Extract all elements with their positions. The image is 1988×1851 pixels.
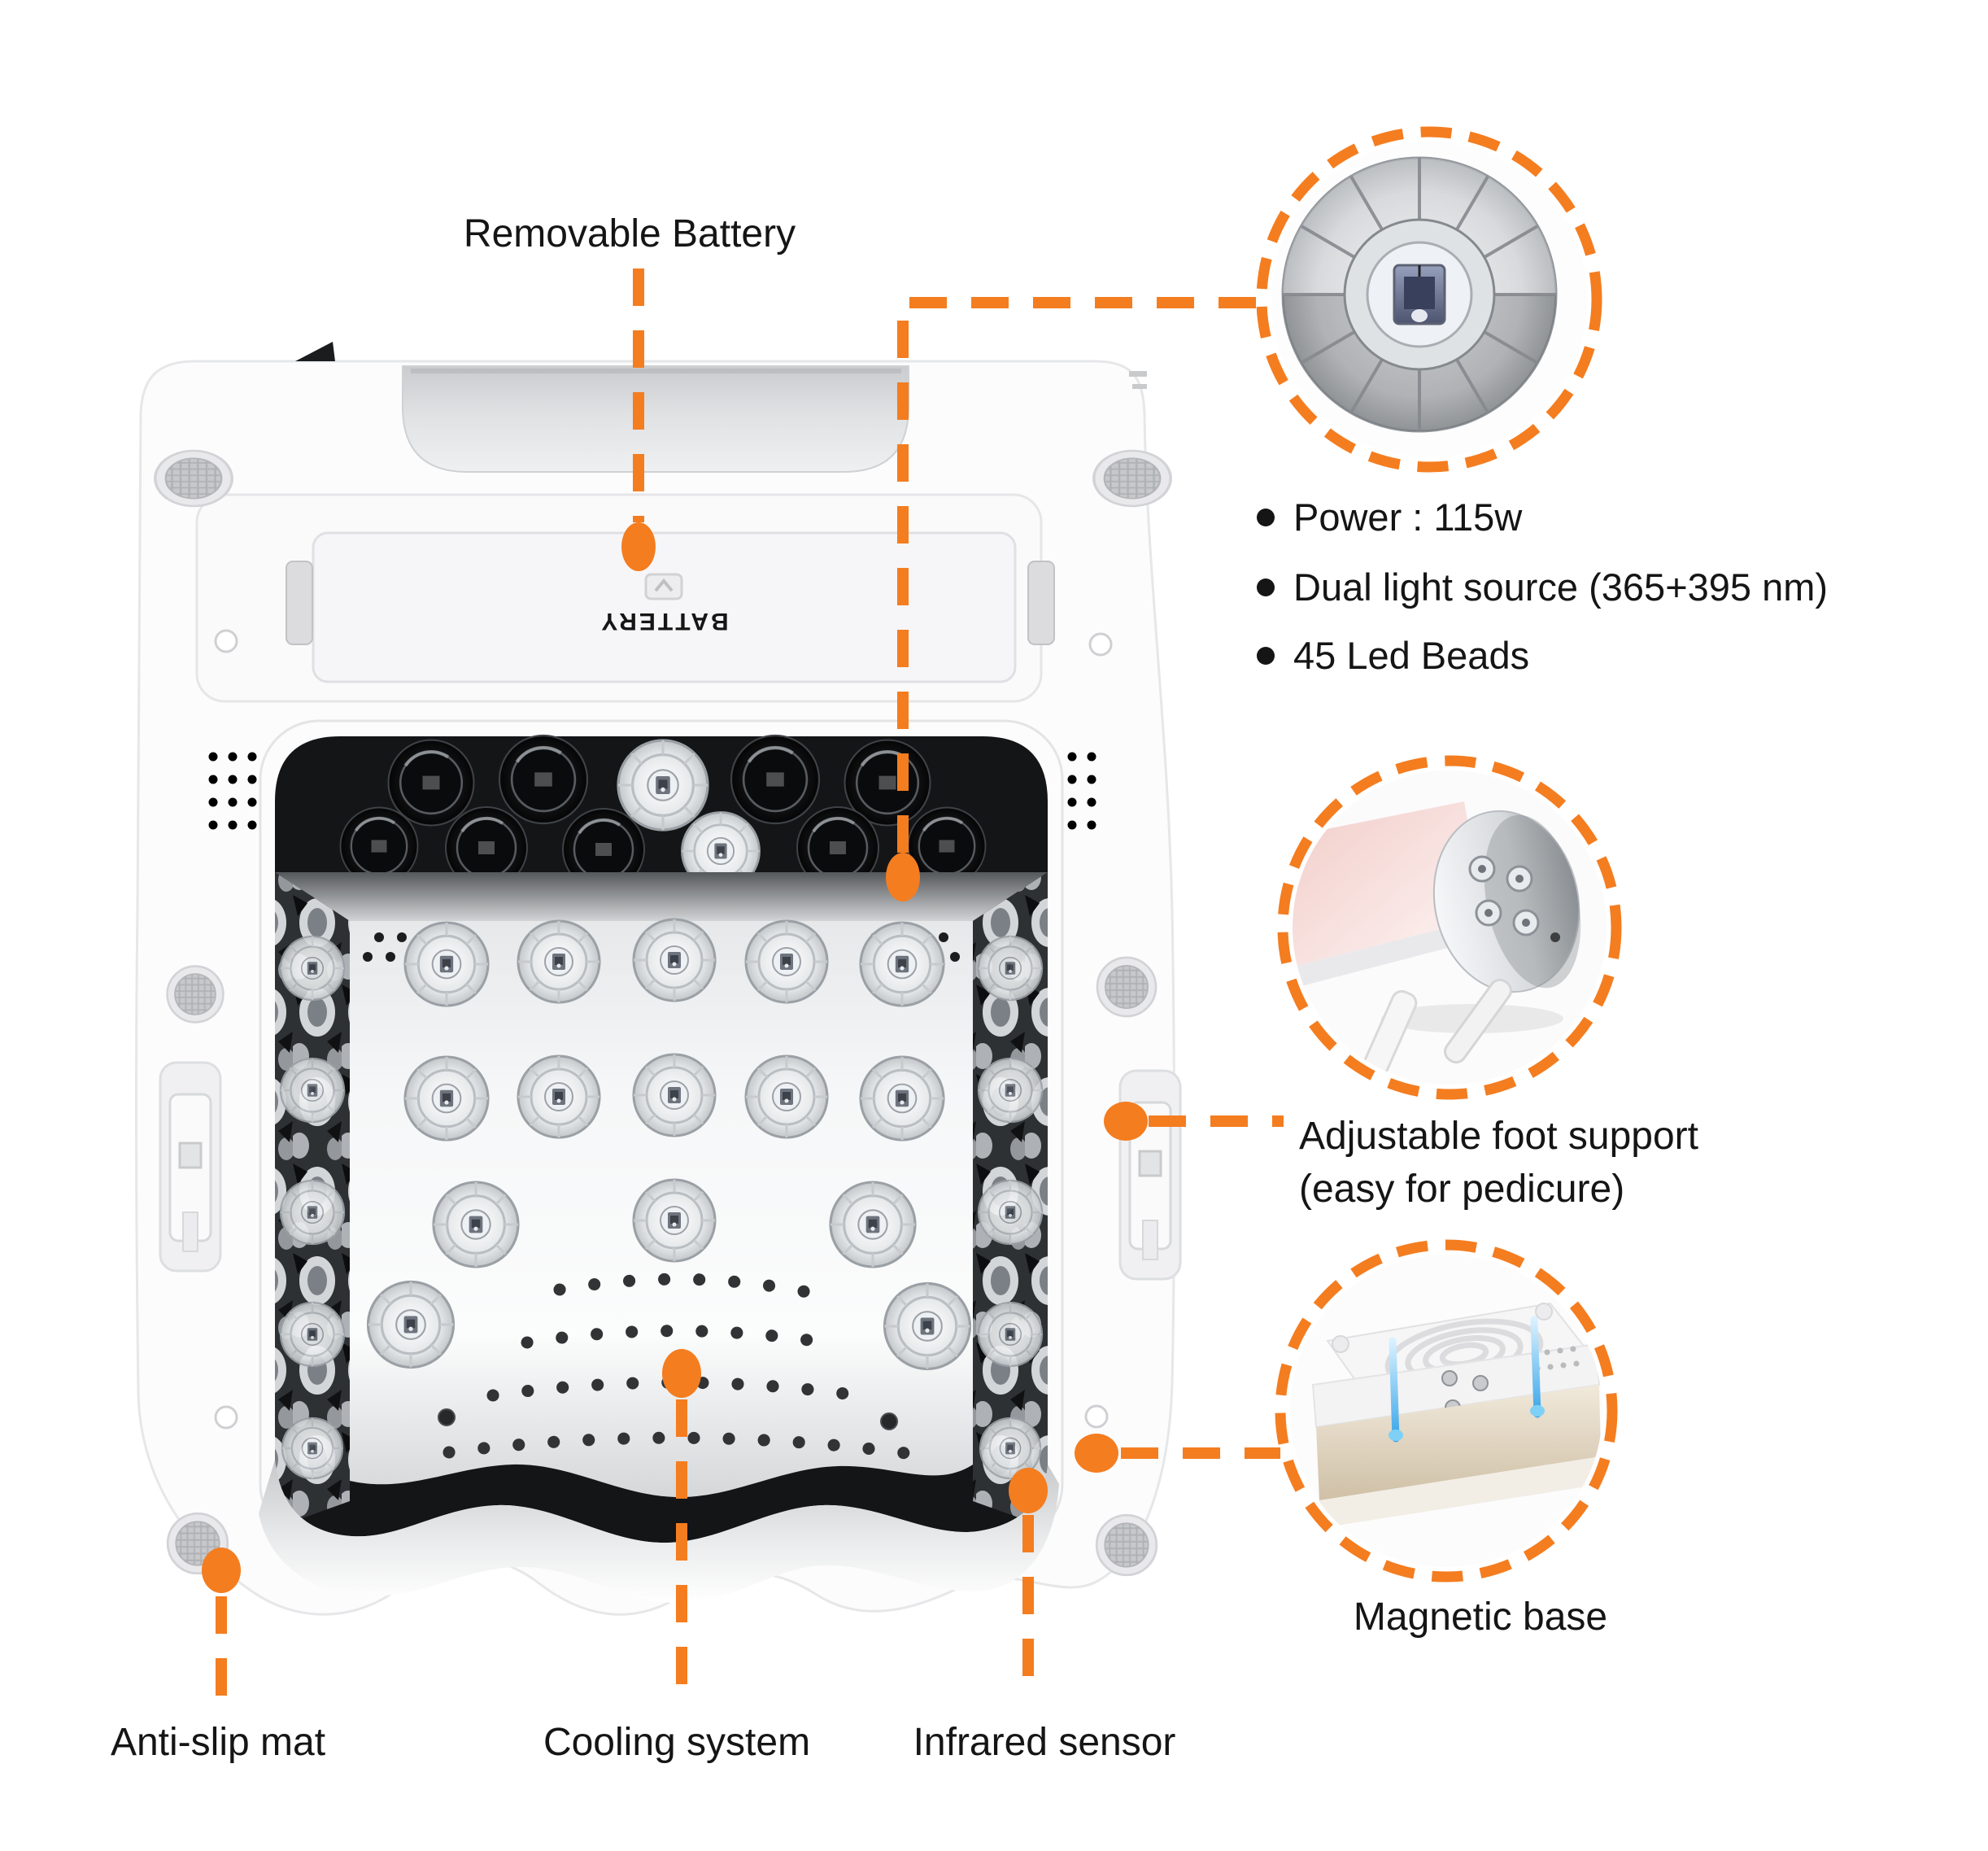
foot-support-label-line1: Adjustable foot support (1299, 1115, 1698, 1158)
callout-connectors (202, 268, 1284, 1700)
anti-slip-label: Anti-slip mat (111, 1721, 325, 1764)
led-bead (432, 1181, 520, 1268)
side-slot (1132, 384, 1147, 389)
anti-slip-pad (154, 449, 233, 508)
led-bead (617, 739, 709, 832)
inset-led-bead (1256, 126, 1602, 473)
battery-cover (312, 531, 1017, 683)
bottom-wave-band (259, 1460, 1059, 1604)
led-bead (517, 919, 601, 1004)
led-bead-callout-dot (886, 853, 920, 901)
battery-cover-label: BATTERY (599, 608, 728, 635)
inset-foot-support-ring (1277, 755, 1622, 1100)
cooling-callout-dot (662, 1349, 701, 1398)
anti-slip-pad (166, 965, 225, 1024)
infrared-callout-dot (1009, 1468, 1048, 1513)
led-bead (632, 918, 717, 1002)
battery-release-icon (644, 573, 683, 600)
battery-latch-left (286, 561, 313, 645)
battery-label: Removable Battery (464, 212, 796, 255)
led-bead (366, 1280, 456, 1369)
bullet-dot-icon (1257, 509, 1275, 526)
foot-support-callout-dot (1104, 1102, 1148, 1141)
battery-latch-right (1027, 561, 1055, 645)
magnetic-base-callout-dot (1075, 1434, 1118, 1473)
led-lens (731, 736, 819, 823)
anti-slip-pad (1096, 956, 1157, 1018)
lamp-interior (208, 719, 1096, 1604)
anti-slip-pad (1095, 1513, 1158, 1577)
cooling-vent-holes (443, 1273, 924, 1461)
screw-holes (214, 629, 1113, 1430)
battery-cover-emboss: BATTERY (599, 573, 729, 635)
anti-slip-callout-dot (202, 1548, 241, 1593)
strip-vent-dots (208, 752, 1096, 830)
led-bead (859, 1055, 945, 1142)
led-lens (389, 740, 474, 826)
bullet-dot-icon (1257, 578, 1275, 596)
bullet-dot-icon (1257, 647, 1275, 665)
side-slot (1129, 371, 1147, 377)
magnetic-base-label: Magnetic base (1354, 1596, 1607, 1639)
infrared-label: Infrared sensor (913, 1721, 1176, 1764)
led-bead (744, 1054, 829, 1139)
led-lens (499, 736, 587, 823)
led-bead (859, 921, 945, 1007)
led-bead (403, 1055, 490, 1142)
interior-bevel (275, 872, 1048, 921)
led-bead (517, 1054, 601, 1139)
labels: Removable Battery Power : 115w Dual ligh… (111, 212, 1828, 1764)
spec-bullets: Power : 115w Dual light source (365+395 … (1257, 495, 1828, 677)
spec-bullet-power: Power : 115w (1293, 495, 1523, 539)
power-switch-icon (295, 342, 335, 361)
led-bead (829, 1181, 917, 1268)
led-bead (883, 1281, 972, 1371)
inset-magnetic-base-ring (1275, 1239, 1618, 1583)
led-bead (632, 1053, 717, 1137)
led-bead (632, 1178, 717, 1263)
inset-magnetic-base (1275, 1239, 1618, 1583)
led-bead (403, 921, 490, 1007)
foot-support-latch-left (159, 1061, 222, 1273)
cooling-label: Cooling system (543, 1721, 810, 1764)
battery-callout-dot (621, 522, 656, 571)
floor-screws (438, 1408, 898, 1430)
led-bead (744, 919, 829, 1004)
handle-recess (402, 365, 909, 473)
spec-bullet-led-beads: 45 Led Beads (1293, 634, 1529, 677)
anti-slip-pad (1092, 449, 1172, 508)
foot-support-label-line2: (easy for pedicure) (1299, 1168, 1624, 1211)
inset-led-bead-ring (1256, 126, 1602, 473)
inset-foot-support (1277, 755, 1622, 1100)
spec-bullet-light-source: Dual light source (365+395 nm) (1293, 565, 1828, 609)
